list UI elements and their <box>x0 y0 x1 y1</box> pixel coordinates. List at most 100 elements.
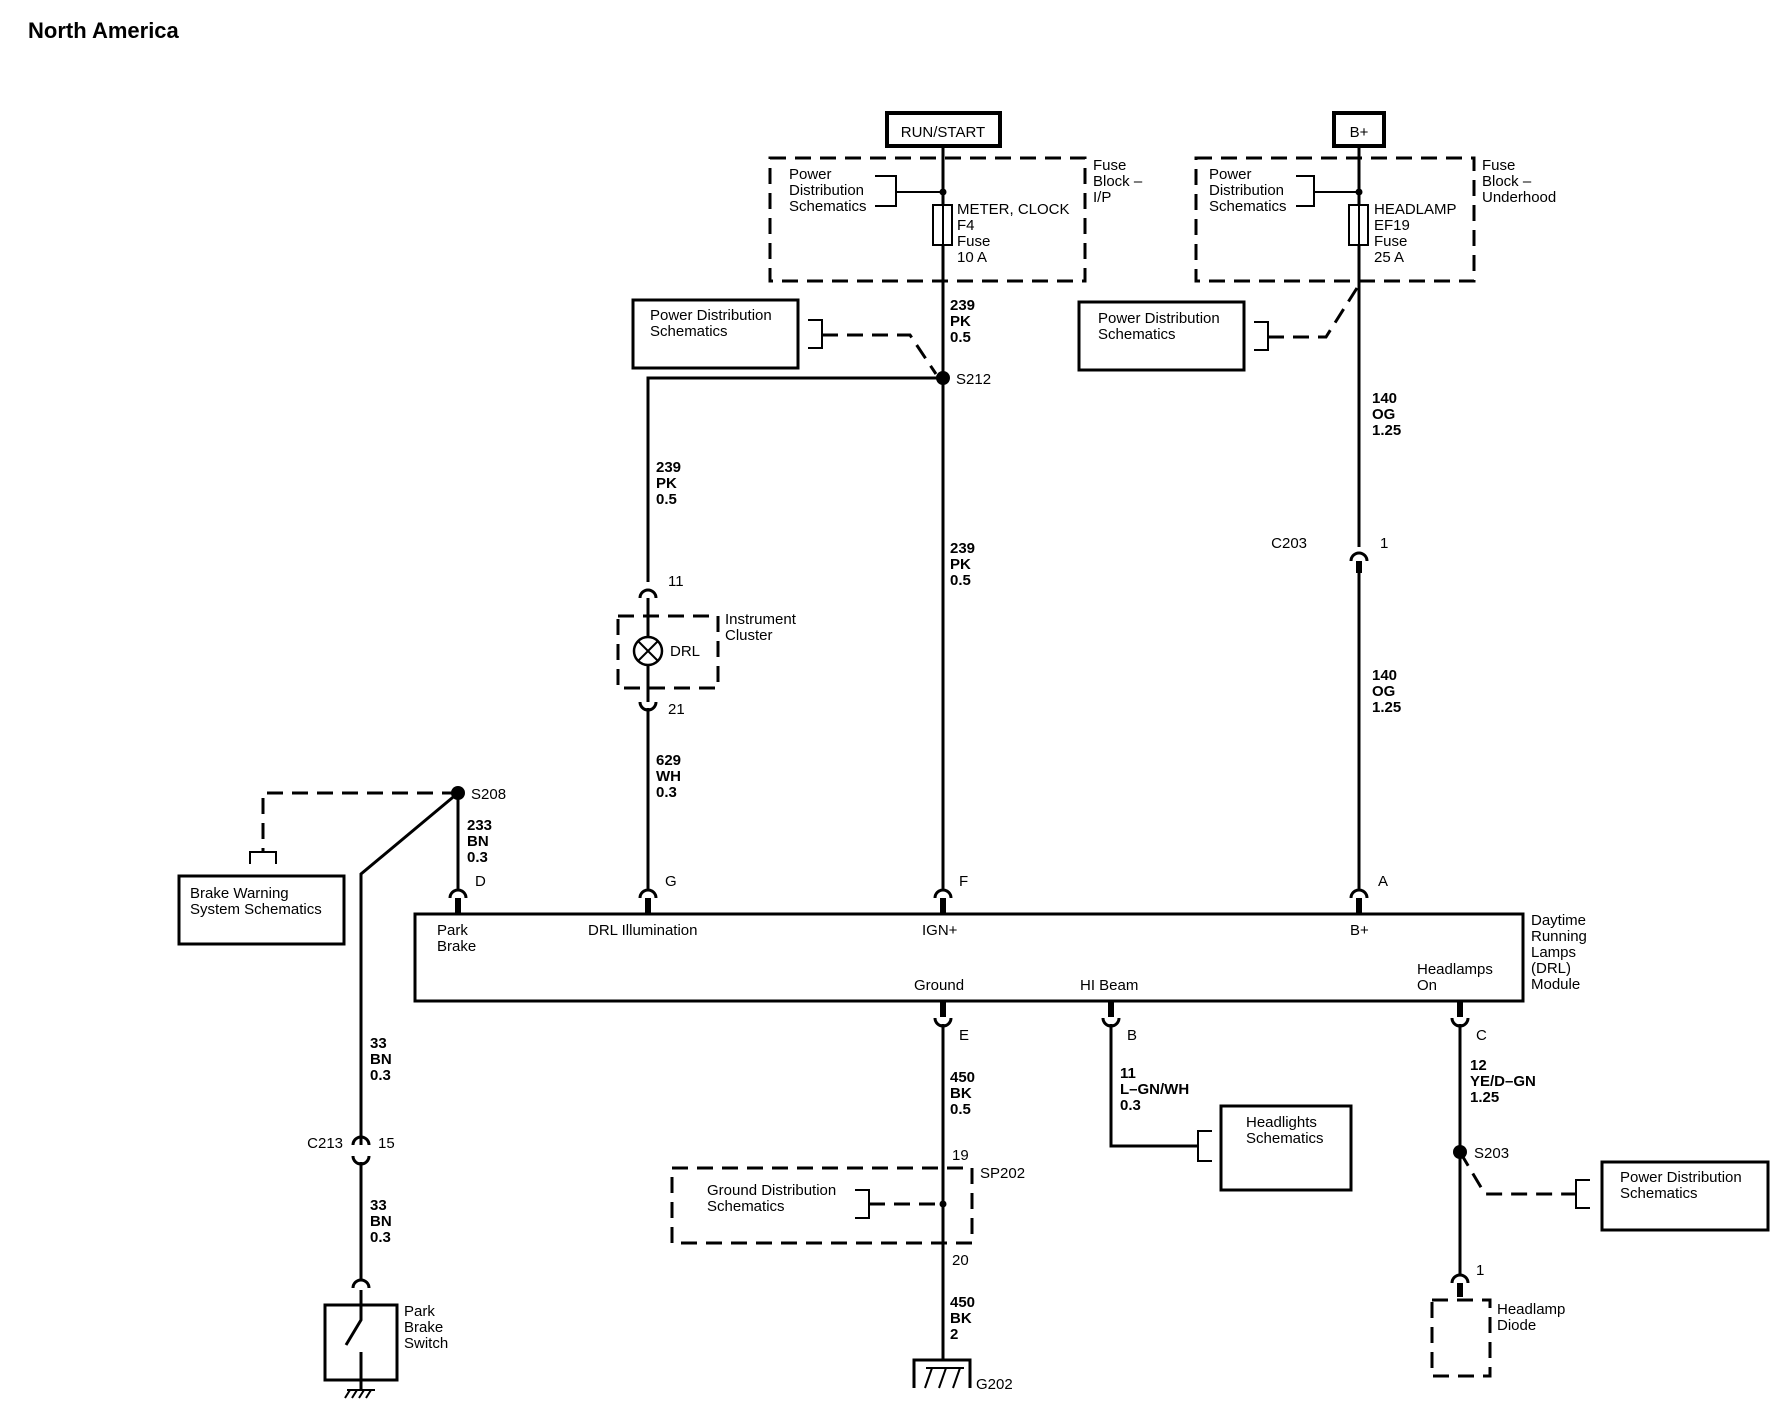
fuse-ip-node <box>939 188 947 196</box>
pin-e-label: E <box>959 1027 969 1044</box>
instrument-cluster-label: Instrument Cluster <box>725 611 800 644</box>
wire-140-bot-label: 140 OG 1.25 <box>1372 667 1401 716</box>
headlamp-diode-connector <box>1450 1273 1470 1284</box>
module-park-brake-label: Park Brake <box>437 922 476 955</box>
pin-b-stub <box>1108 1001 1114 1017</box>
ic-pin-21-label: 21 <box>668 701 685 718</box>
drl-lamp-x <box>637 640 659 662</box>
module-hibeam-label: HI Beam <box>1080 977 1138 994</box>
ref-pds-3-link <box>1458 1151 1576 1196</box>
sp202-pin-19-label: 19 <box>952 1147 969 1164</box>
headlamp-diode-outline <box>1430 1298 1492 1378</box>
pin-f-stub <box>940 898 946 914</box>
drl-module <box>413 912 1525 1003</box>
ref-headlights-label: Headlights Schematics <box>1246 1114 1324 1147</box>
wire-450-top-label: 450 BK 0.5 <box>950 1069 979 1118</box>
ref-pds-3-bracket <box>1575 1179 1590 1209</box>
ref-pds-1-label: Power Distribution Schematics <box>650 307 776 340</box>
pin-g-label: G <box>665 873 677 890</box>
pin-b-label: B <box>1127 1027 1137 1044</box>
module-headlamps-on-label: Headlamps On <box>1417 961 1497 994</box>
sp202-pin-20-label: 20 <box>952 1252 969 1269</box>
ref-brake-warning-link <box>261 791 458 852</box>
wire-239-top-label: 239 PK 0.5 <box>950 297 979 346</box>
connector-c213-pin-label: 15 <box>378 1135 395 1152</box>
park-brake-switch-contact <box>344 1290 363 1390</box>
ic-pin-11-label: 11 <box>668 573 684 590</box>
ref-brake-warning[interactable] <box>177 874 346 946</box>
ref-brake-warning-label: Brake Warning System Schematics <box>190 885 322 918</box>
ref-ground-dist-label: Ground Distribution Schematics <box>707 1182 840 1215</box>
wire-450-bot-label: 450 BK 2 <box>950 1294 979 1343</box>
wire-11-label: 11 L–GN/WH 0.3 <box>1120 1065 1193 1114</box>
wire-239-left-label: 239 PK 0.5 <box>656 459 685 508</box>
pin-c-label: C <box>1476 1027 1487 1044</box>
sp202-outline <box>670 1166 974 1245</box>
pin-d-label: D <box>475 873 486 890</box>
fuse-uh-pds-bracket <box>1296 175 1356 207</box>
wire-33-bot-label: 33 BN 0.3 <box>370 1197 396 1246</box>
fuse-ip-pds-bracket <box>875 175 940 207</box>
park-brake-switch-label: Park Brake Switch <box>404 1303 448 1352</box>
connector-c203-pin-label: 1 <box>1380 535 1388 552</box>
fuse-uh-node <box>1355 188 1363 196</box>
fuse-block-ip-label: Fuse Block – I/P <box>1093 157 1146 206</box>
wire-33-top-label: 33 BN 0.3 <box>370 1035 396 1084</box>
module-connector-f <box>933 888 953 899</box>
connector-c213-top <box>351 1135 371 1146</box>
ground-g202-icon <box>912 1358 972 1388</box>
headlamp-diode-label: Headlamp Diode <box>1497 1301 1570 1334</box>
run-start-label: RUN/START <box>901 124 985 141</box>
ref-brake-warning-bracket <box>249 851 277 864</box>
ref-power-distribution-3[interactable] <box>1600 1160 1770 1232</box>
fuse-f4-label: METER, CLOCK F4 Fuse 10 A <box>957 201 1074 266</box>
splice-s208-label: S208 <box>471 786 506 803</box>
ref-pds-2-link <box>1268 287 1359 339</box>
sp202-node <box>939 1200 947 1208</box>
page-title: North America <box>28 18 180 43</box>
ref-pds-3-label: Power Distribution Schematics <box>1620 1169 1746 1202</box>
pin-g-stub <box>645 898 651 914</box>
ground-g202-label: G202 <box>976 1376 1013 1393</box>
pin-a-stub <box>1356 898 1362 914</box>
ref-headlights[interactable] <box>1219 1104 1353 1192</box>
fuse-block-underhood-outline <box>1194 156 1476 283</box>
wire-233-label: 233 BN 0.3 <box>467 817 496 866</box>
pin-c-stub <box>1457 1001 1463 1017</box>
ref-power-distribution-2[interactable] <box>1077 300 1246 372</box>
ic-connector-11 <box>638 588 658 599</box>
ref-power-distribution-1[interactable] <box>631 298 800 370</box>
ref-pds-1-link <box>822 333 938 375</box>
connector-c203-pin <box>1356 561 1362 573</box>
splice-s203-label: S203 <box>1474 1145 1509 1162</box>
connector-c203-label: C203 <box>1271 535 1307 552</box>
headlamp-diode-pin-label: 1 <box>1476 1262 1484 1279</box>
park-brake-switch-ground-icon <box>344 1389 375 1399</box>
ref-headlights-bracket <box>1197 1130 1212 1162</box>
b-plus-label: B+ <box>1350 124 1369 141</box>
ref-pds-1-bracket <box>808 319 823 349</box>
wire-239-mid-label: 239 PK 0.5 <box>950 540 979 589</box>
wire-11-lgn-wh <box>1109 1024 1198 1148</box>
ref-pds-2-label: Power Distribution Schematics <box>1098 310 1224 343</box>
fuse-block-underhood-label: Fuse Block – Underhood <box>1482 157 1556 206</box>
wire-33-bn-top <box>359 791 459 1145</box>
ground-g202-hatch <box>924 1367 964 1389</box>
wire-140-top-label: 140 OG 1.25 <box>1372 390 1401 439</box>
module-connector-d <box>448 888 468 899</box>
wire-12-label: 12 YE/D–GN 1.25 <box>1470 1057 1540 1106</box>
fuse-ip-pds-label: Power Distribution Schematics <box>789 166 868 215</box>
instrument-cluster-outline <box>616 614 720 690</box>
drl-lamp-label: DRL <box>670 643 700 660</box>
module-connector-a <box>1349 888 1369 899</box>
fuse-uh-pds-label: Power Distribution Schematics <box>1209 166 1288 215</box>
splice-s212-label: S212 <box>956 371 991 388</box>
connector-c213-label: C213 <box>307 1135 343 1152</box>
splice-sp202-label: SP202 <box>980 1165 1025 1182</box>
module-ground-label: Ground <box>914 977 964 994</box>
pin-f-label: F <box>959 873 968 890</box>
module-drl-illumination-label: DRL Illumination <box>588 922 698 939</box>
park-brake-switch-connector <box>351 1278 371 1289</box>
pin-e-stub <box>940 1001 946 1017</box>
